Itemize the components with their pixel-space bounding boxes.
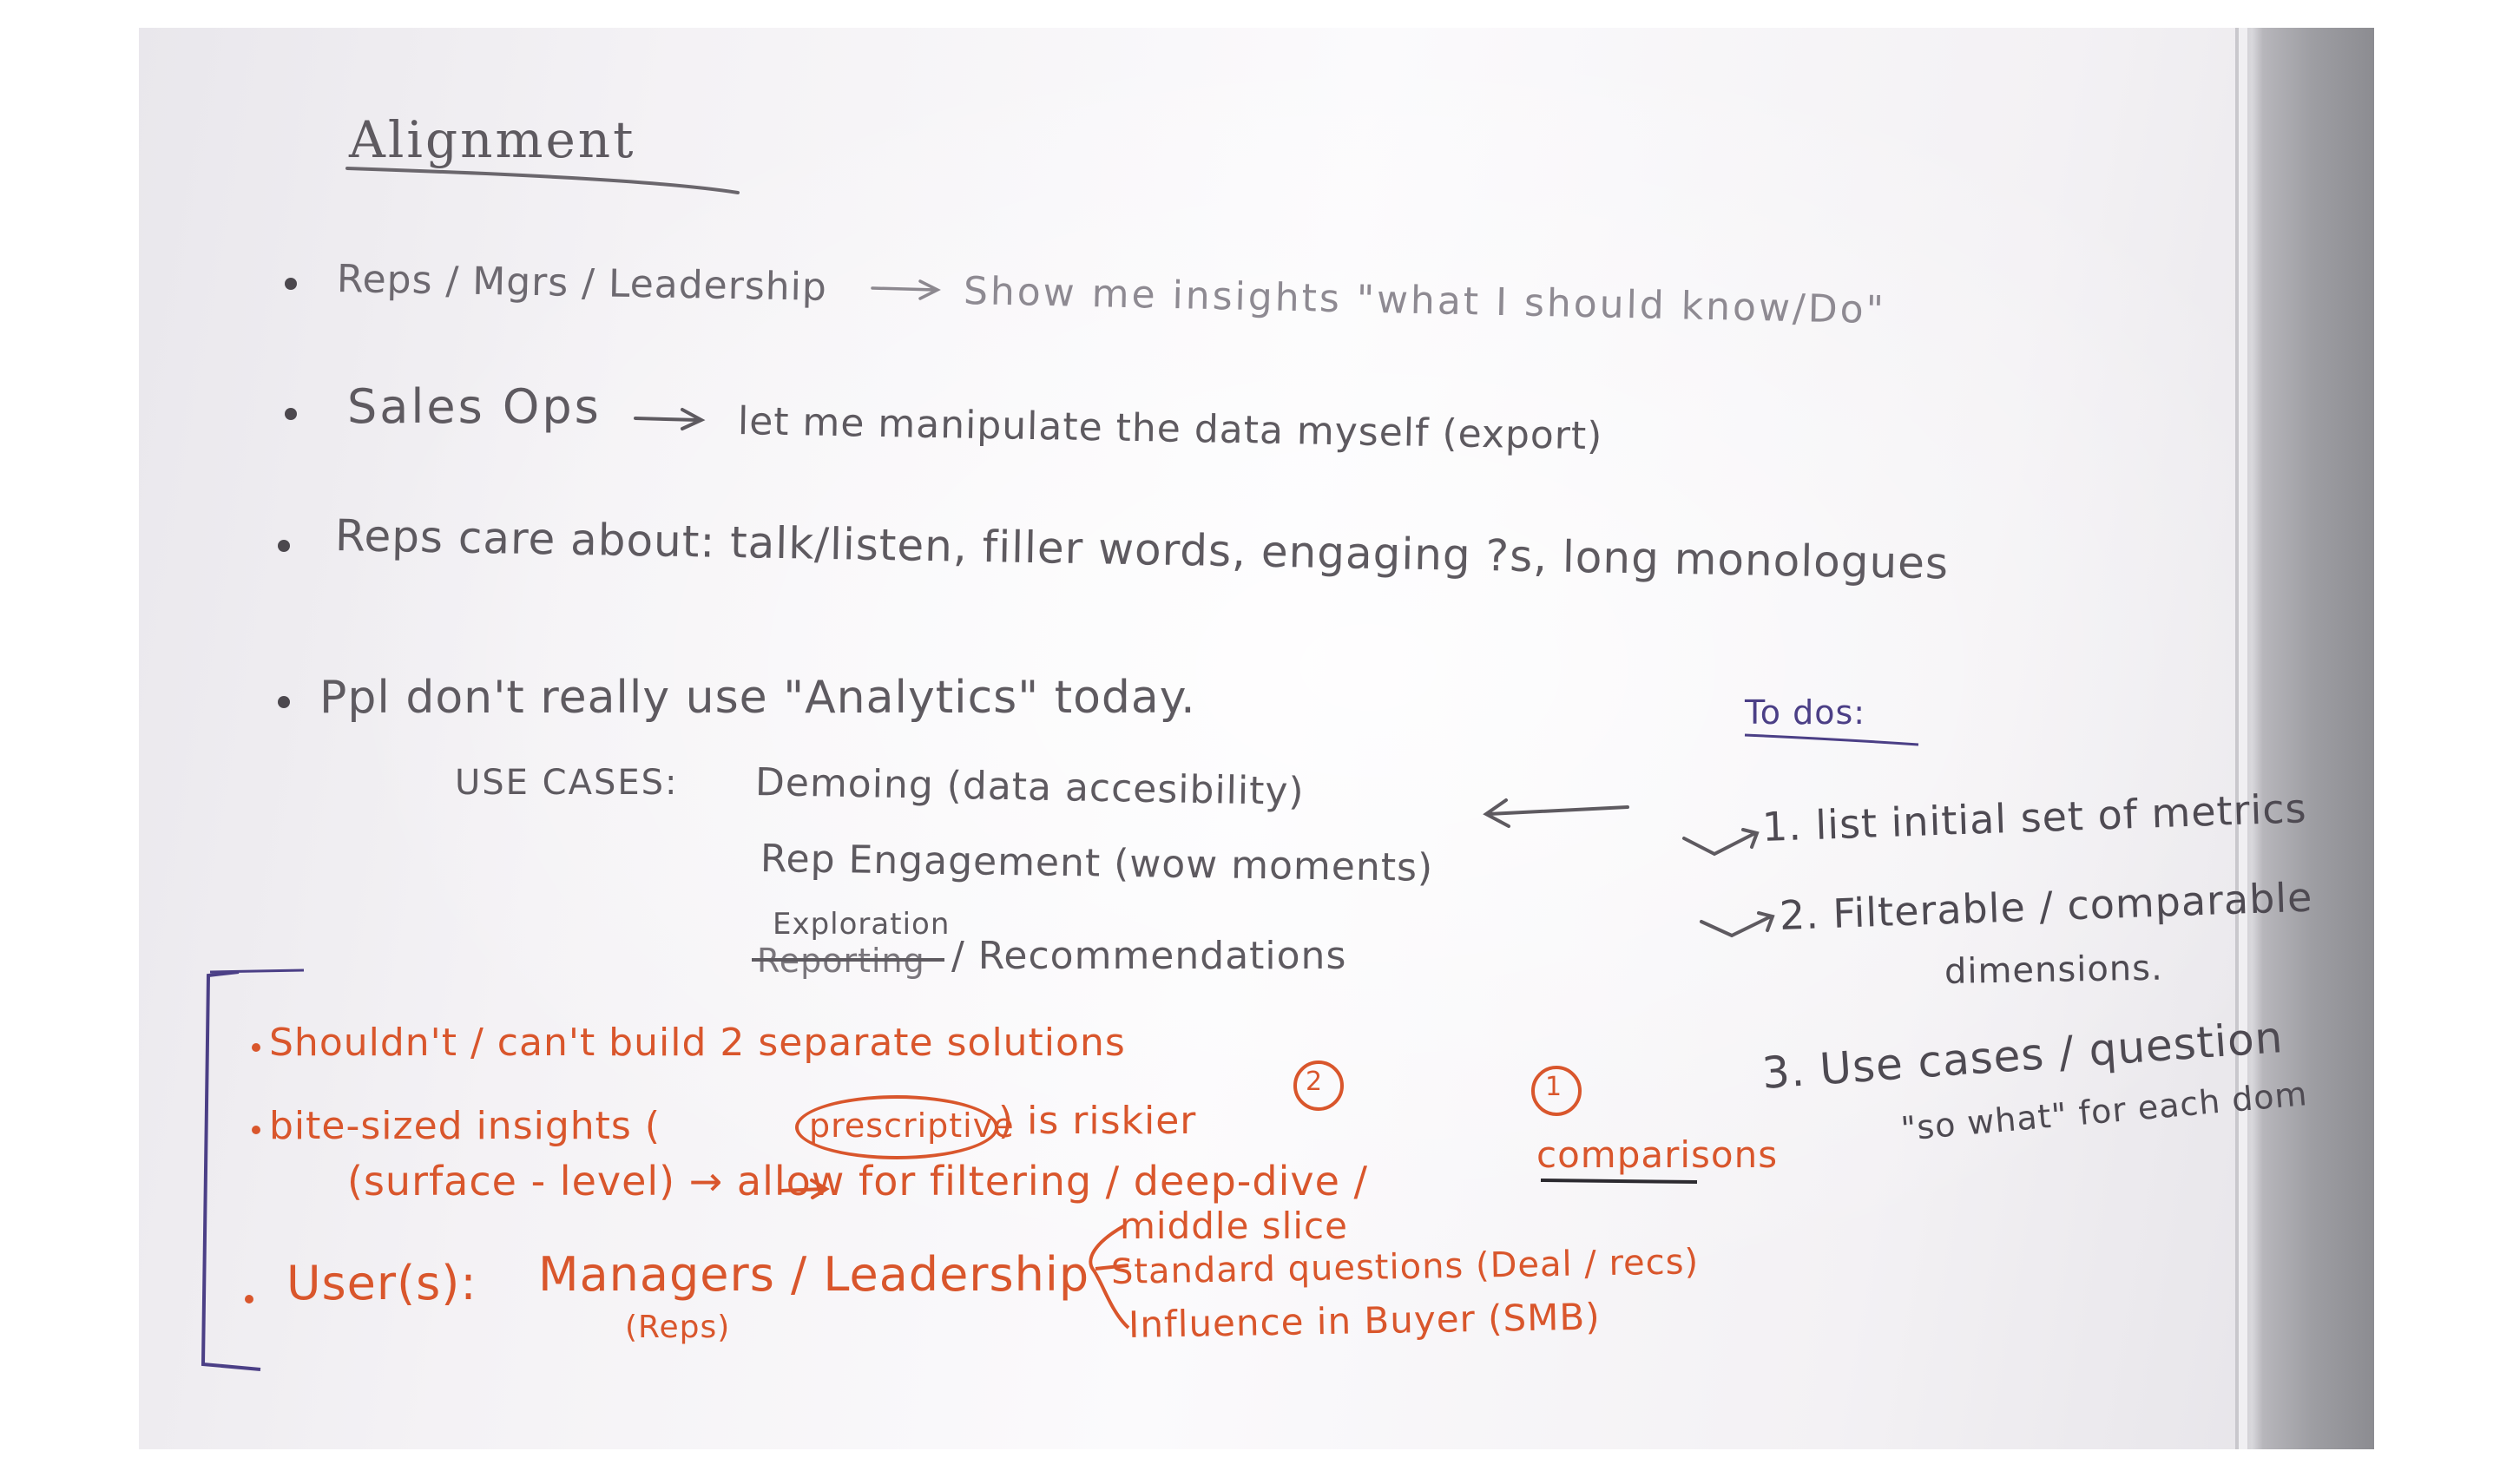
comparisons-underline — [1540, 1179, 1698, 1184]
note-4: Ppl don't really use "Analytics" today. — [319, 672, 1196, 724]
todo-underline — [1744, 733, 1919, 746]
board-title: Alignment — [349, 110, 636, 169]
use-case-1: Demoing (data accesibility) — [754, 760, 1306, 815]
circled-word — [795, 1095, 998, 1159]
bullet-3 — [278, 540, 290, 552]
orange-line-2-circled: prescriptive — [809, 1106, 1015, 1145]
ink-strokes — [201, 167, 1919, 1371]
todo-heading: To dos: — [1745, 693, 1866, 732]
use-case-2: Rep Engagement (wow moments) — [760, 837, 1434, 890]
users-value: Managers / Leadership — [538, 1247, 1090, 1302]
todo-arrow-2 — [1700, 911, 1775, 938]
arrow-back — [1483, 798, 1629, 828]
orange-bracket-top — [209, 969, 305, 974]
branch-2: Standard questions (Deal / recs) — [1110, 1242, 1700, 1292]
orange-line-3b: comparisons — [1536, 1133, 1779, 1176]
number-2-circle — [1293, 1060, 1344, 1111]
number-1-circle — [1531, 1066, 1582, 1116]
users-sub: (Reps) — [625, 1310, 731, 1345]
orange-bullet-1 — [252, 1043, 260, 1052]
use-cases-label: USE CASES: — [455, 763, 679, 803]
orange-line-1: Shouldn't / can't build 2 separate solut… — [269, 1021, 1126, 1065]
bullet-2 — [285, 408, 297, 420]
arrow-surface — [780, 1179, 830, 1199]
orange-line-3a: (surface - level) → allow for filtering … — [347, 1158, 1369, 1205]
number-1: 1 — [1545, 1072, 1563, 1102]
todo-item-2-sub: dimensions. — [1944, 948, 2164, 992]
orange-line-2a: bite-sized insights ( — [269, 1104, 661, 1148]
bullet-1 — [285, 278, 297, 290]
branch-bracket — [1089, 1224, 1130, 1330]
strike-through — [752, 958, 944, 962]
branch-bracket-b — [1095, 1264, 1129, 1271]
todo-arrow-1 — [1682, 828, 1760, 857]
orange-line-2b: ) is riskier — [998, 1099, 1197, 1143]
bullet-4 — [278, 696, 290, 708]
whiteboard-photo: Alignment Reps / Mgrs / Leadership Show … — [139, 28, 2374, 1449]
orange-bullet-3 — [245, 1295, 253, 1303]
number-2: 2 — [1306, 1067, 1324, 1097]
branch-1: middle slice — [1120, 1205, 1348, 1247]
note-1-left: Reps / Mgrs / Leadership — [336, 257, 828, 310]
note-2-left: Sales Ops — [347, 379, 602, 434]
orange-bullet-2 — [252, 1126, 260, 1134]
branch-3: Influence in Buyer (SMB) — [1128, 1295, 1602, 1346]
arrow-1 — [871, 279, 941, 300]
use-case-insert: Exploration — [773, 907, 951, 942]
title-underline — [345, 167, 740, 194]
arrow-2 — [634, 408, 706, 430]
users-label: User(s): — [286, 1256, 477, 1310]
orange-bracket — [201, 970, 261, 1371]
whiteboard-frame-edge — [2235, 28, 2374, 1449]
use-case-3: / Recommendations — [951, 934, 1347, 978]
